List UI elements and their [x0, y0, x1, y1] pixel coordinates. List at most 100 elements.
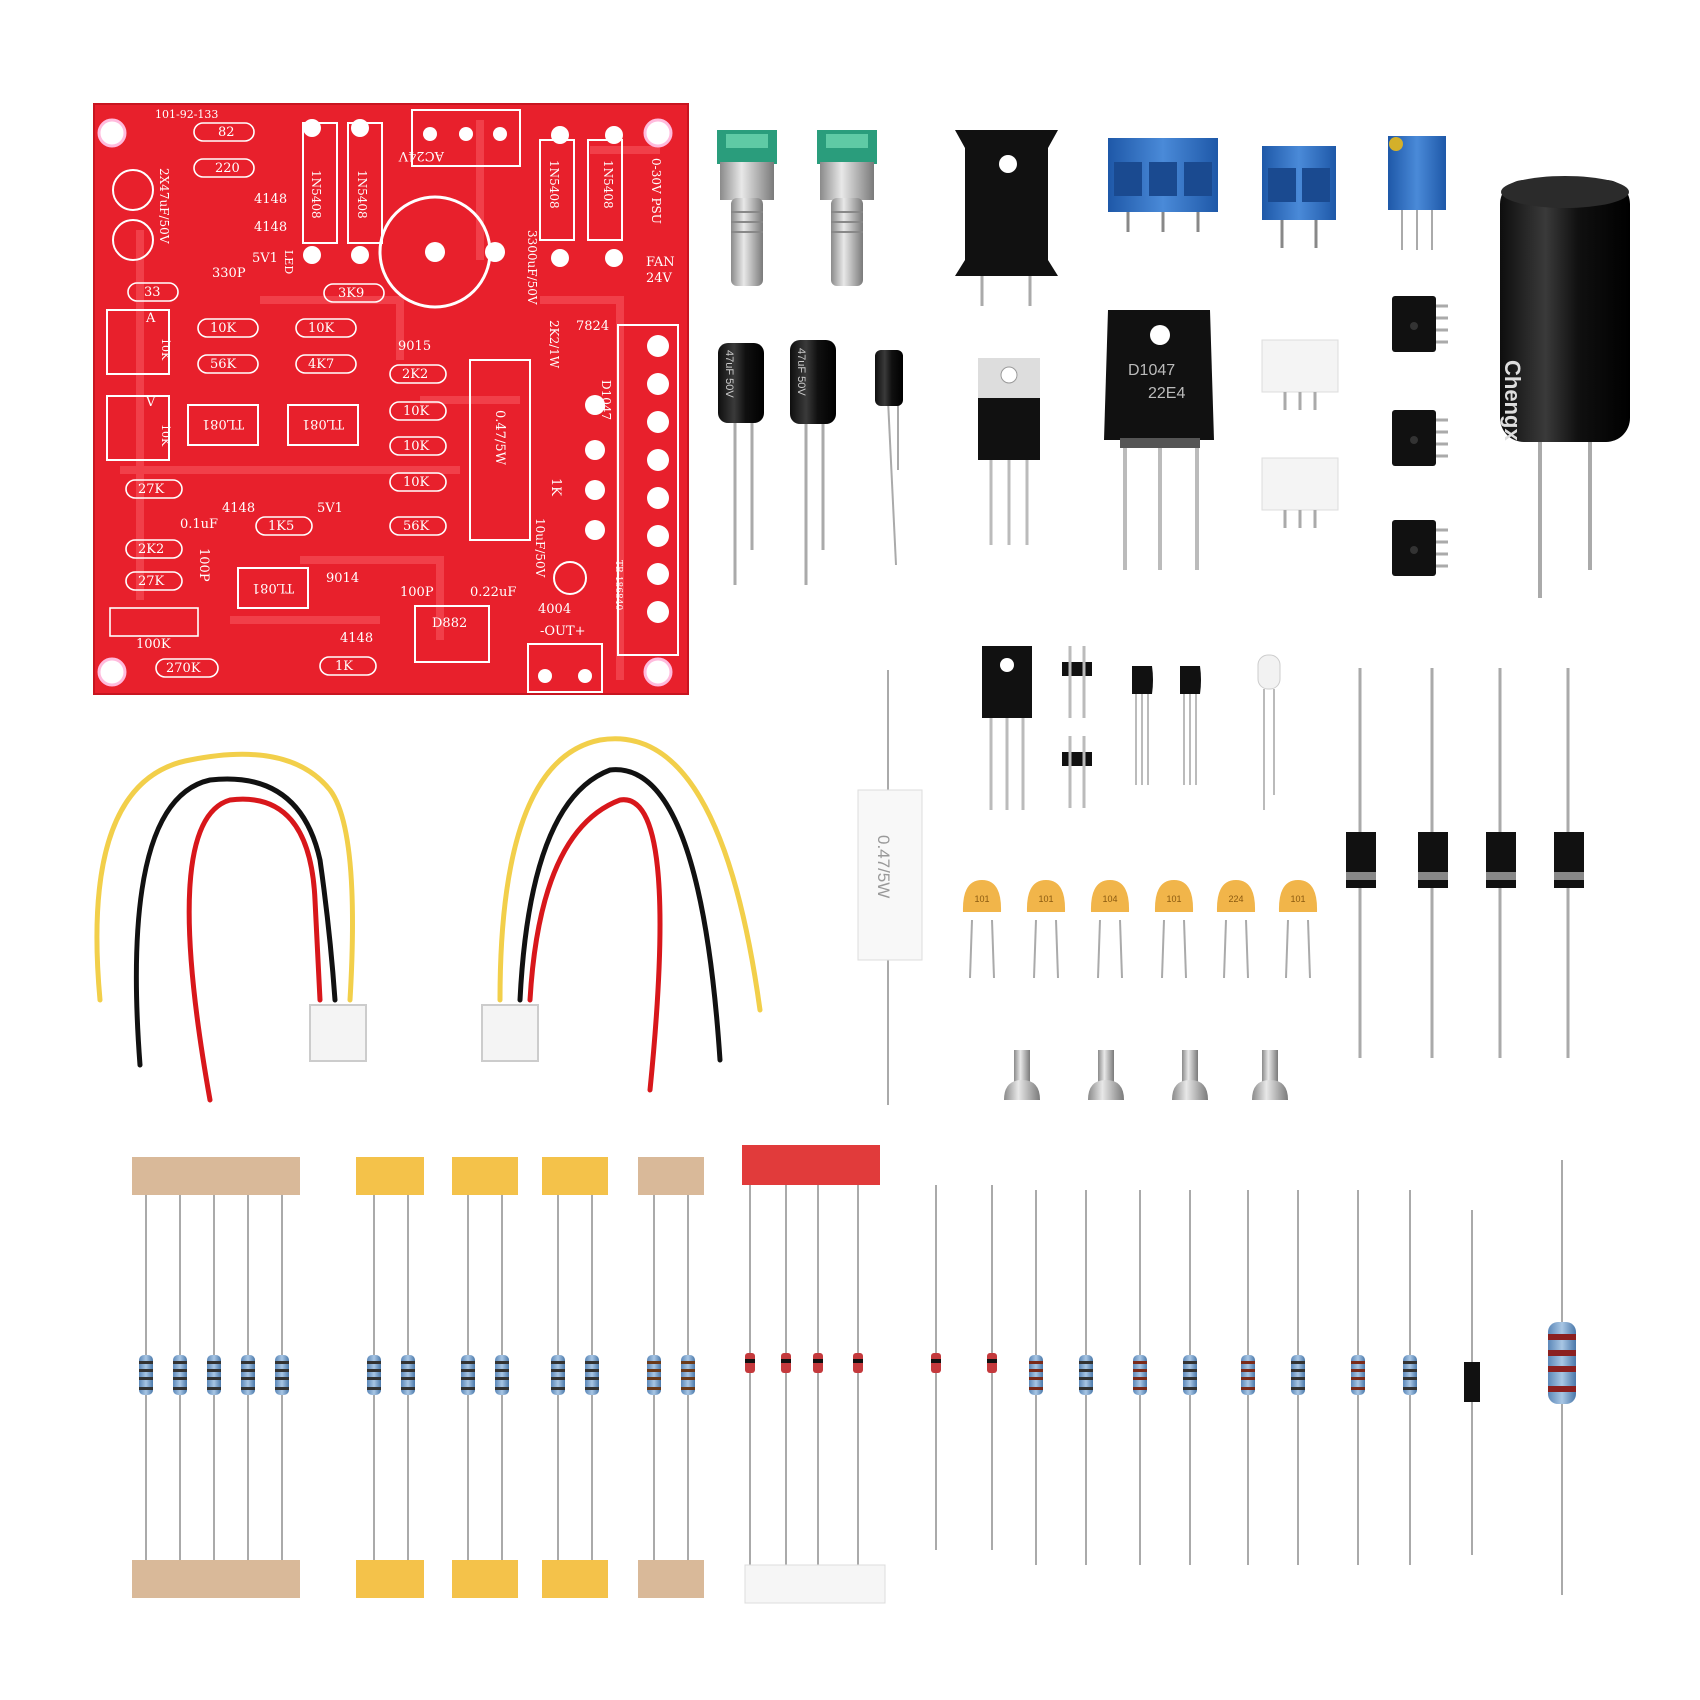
- potentiometer-1: [717, 130, 777, 286]
- loose-resistor: [1291, 1190, 1305, 1565]
- white-connector-1: [1261, 339, 1339, 410]
- pcb-label-100k: 100K: [136, 637, 171, 652]
- pcb-label-10k-d: 10K: [403, 439, 430, 454]
- power-resistor: 0.47/5W: [857, 670, 923, 1105]
- loose-resistor: [1079, 1190, 1093, 1565]
- pcb-label-5v1a: 5V1: [252, 251, 278, 266]
- heatsink: [955, 130, 1058, 306]
- pcb-label-0-22uf: 0.22uF: [470, 585, 516, 600]
- pcb-label-ac24v: AC24V: [398, 148, 445, 163]
- glass-diode-small: [1464, 1210, 1480, 1555]
- screw: [1004, 1050, 1040, 1100]
- dip-ic-3: [1392, 520, 1448, 576]
- loose-resistors: [931, 1185, 1417, 1565]
- pcb-label-2k2-b: 2K2: [138, 542, 164, 557]
- pcb-label-fan-24v: 24V: [646, 271, 673, 286]
- pcb-label-3k9: 3K9: [338, 286, 364, 301]
- loose-resistor: [1133, 1190, 1147, 1565]
- pcb-label-v: V: [145, 395, 156, 410]
- pcb-label-56k-b: 56K: [403, 519, 430, 534]
- dip-ic-1: [1392, 296, 1448, 352]
- pcb-label-led: LED: [282, 250, 295, 274]
- wire-harness-1: [94, 751, 367, 1103]
- pcb-label-1n5408-d: 1N5408: [601, 160, 615, 209]
- large-capacitor-brand: Chengx: [1500, 360, 1525, 441]
- led: [1257, 654, 1281, 810]
- pcb-label-10k-a: 10K: [210, 321, 237, 336]
- mounting-holes: [97, 118, 673, 687]
- pcb-label-tl081-c: TL081: [252, 580, 294, 595]
- rectifier-diode-1: [1346, 668, 1376, 1058]
- rectifier-diode-2: [1418, 668, 1448, 1058]
- pcb-label-100p-a: 100P: [196, 548, 211, 582]
- ceramic-capacitor: 101: [1154, 880, 1194, 979]
- pcb-label-82: 82: [218, 125, 235, 140]
- pcb-label-tb: TB-186840: [613, 560, 623, 610]
- electrolytic-capacitor-1: 47uF 50V: [718, 343, 764, 585]
- electrolytic-capacitor-2-label: 47uF 50V: [795, 348, 807, 396]
- pcb-label-5v1b: 5V1: [317, 501, 343, 516]
- pcb-label-fan: FAN: [646, 255, 675, 270]
- pcb-label-1k-a: 1K: [548, 478, 563, 496]
- pcb-label-100p-b: 100P: [400, 585, 434, 600]
- pcb-label-4148b: 4148: [254, 220, 287, 235]
- pcb-label-4004: 4004: [538, 602, 571, 617]
- ceramic-capacitor-label: 104: [1102, 894, 1117, 904]
- ceramic-capacitor: 101: [1278, 880, 1318, 979]
- ceramic-capacitor-label: 101: [1038, 894, 1053, 904]
- glass-diode: [931, 1185, 941, 1550]
- resistor-strip: [452, 1157, 518, 1598]
- pin-header-2: [1062, 736, 1092, 808]
- electrolytic-capacitor-1-label: 47uF 50V: [723, 350, 735, 398]
- loose-resistor: [1029, 1190, 1043, 1565]
- taped-resistor-strips: [132, 1145, 886, 1604]
- rectifier-diode-3: [1486, 668, 1516, 1058]
- screw: [1172, 1050, 1208, 1100]
- wire-harness-2: [481, 736, 763, 1093]
- power-transistor-label-1: D1047: [1128, 362, 1175, 379]
- pin-header-1: [1062, 646, 1092, 718]
- electrolytic-capacitor-2: 47uF 50V: [790, 340, 836, 585]
- screw: [1088, 1050, 1124, 1100]
- pcb-label-0-1uf: 0.1uF: [180, 517, 218, 532]
- pcb-label-3300uf: 3300uF/50V: [525, 230, 539, 305]
- ceramic-capacitor: 101: [962, 880, 1002, 979]
- transistor-to92-2: [1180, 666, 1201, 785]
- pcb-label-pot-10k-a: 10K: [159, 338, 172, 361]
- transistor-to92-1: [1132, 666, 1153, 785]
- pcb-label-4148a: 4148: [254, 192, 287, 207]
- pcb-label-220: 220: [215, 161, 240, 176]
- pcb-label-d1047: D1047: [599, 380, 613, 420]
- pcb-label-270k: 270K: [166, 661, 201, 676]
- pcb-label-pot-10k-b: 10K: [159, 424, 172, 447]
- loose-resistor: [1241, 1190, 1255, 1565]
- power-transistor: D1047 22E4: [1104, 310, 1214, 570]
- pcb-label-10k-b: 10K: [308, 321, 335, 336]
- ceramic-capacitor-label: 224: [1228, 894, 1243, 904]
- large-capacitor: Chengx: [1500, 176, 1630, 598]
- screw: [1252, 1050, 1288, 1100]
- pcb-board-id: 101-92-133: [155, 108, 218, 121]
- pcb-label-4148c: 4148: [222, 501, 255, 516]
- pcb-label-d882: D882: [432, 616, 467, 631]
- white-connector-2: [1261, 457, 1339, 528]
- pcb-label-2k2-1w: 2K2/1W: [547, 320, 561, 369]
- pcb-label-10k-c: 10K: [403, 404, 430, 419]
- ceramic-capacitor-label: 101: [1166, 894, 1181, 904]
- pcb-label-tl081-a: TL081: [202, 416, 244, 431]
- pcb-label-33: 33: [144, 285, 161, 300]
- pcb-label-2k2-a: 2K2: [402, 367, 428, 382]
- loose-resistor: [1351, 1190, 1365, 1565]
- pcb-label-psu: 0-30V PSU: [649, 158, 663, 224]
- pcb-label-56k-a: 56K: [210, 357, 237, 372]
- ceramic-capacitor: 101: [1026, 880, 1066, 979]
- voltage-regulator: [978, 358, 1040, 545]
- ceramic-capacitor-label: 101: [974, 894, 989, 904]
- pcb-label-10k-e: 10K: [403, 475, 430, 490]
- power-transistor-label-2: 22E4: [1148, 385, 1185, 402]
- ceramic-capacitor-label: 101: [1290, 894, 1305, 904]
- pcb-label-9015: 9015: [398, 339, 431, 354]
- ceramic-capacitors: 101 101 104 101 224 101: [962, 880, 1318, 979]
- terminal-block-2pin: [1262, 146, 1336, 248]
